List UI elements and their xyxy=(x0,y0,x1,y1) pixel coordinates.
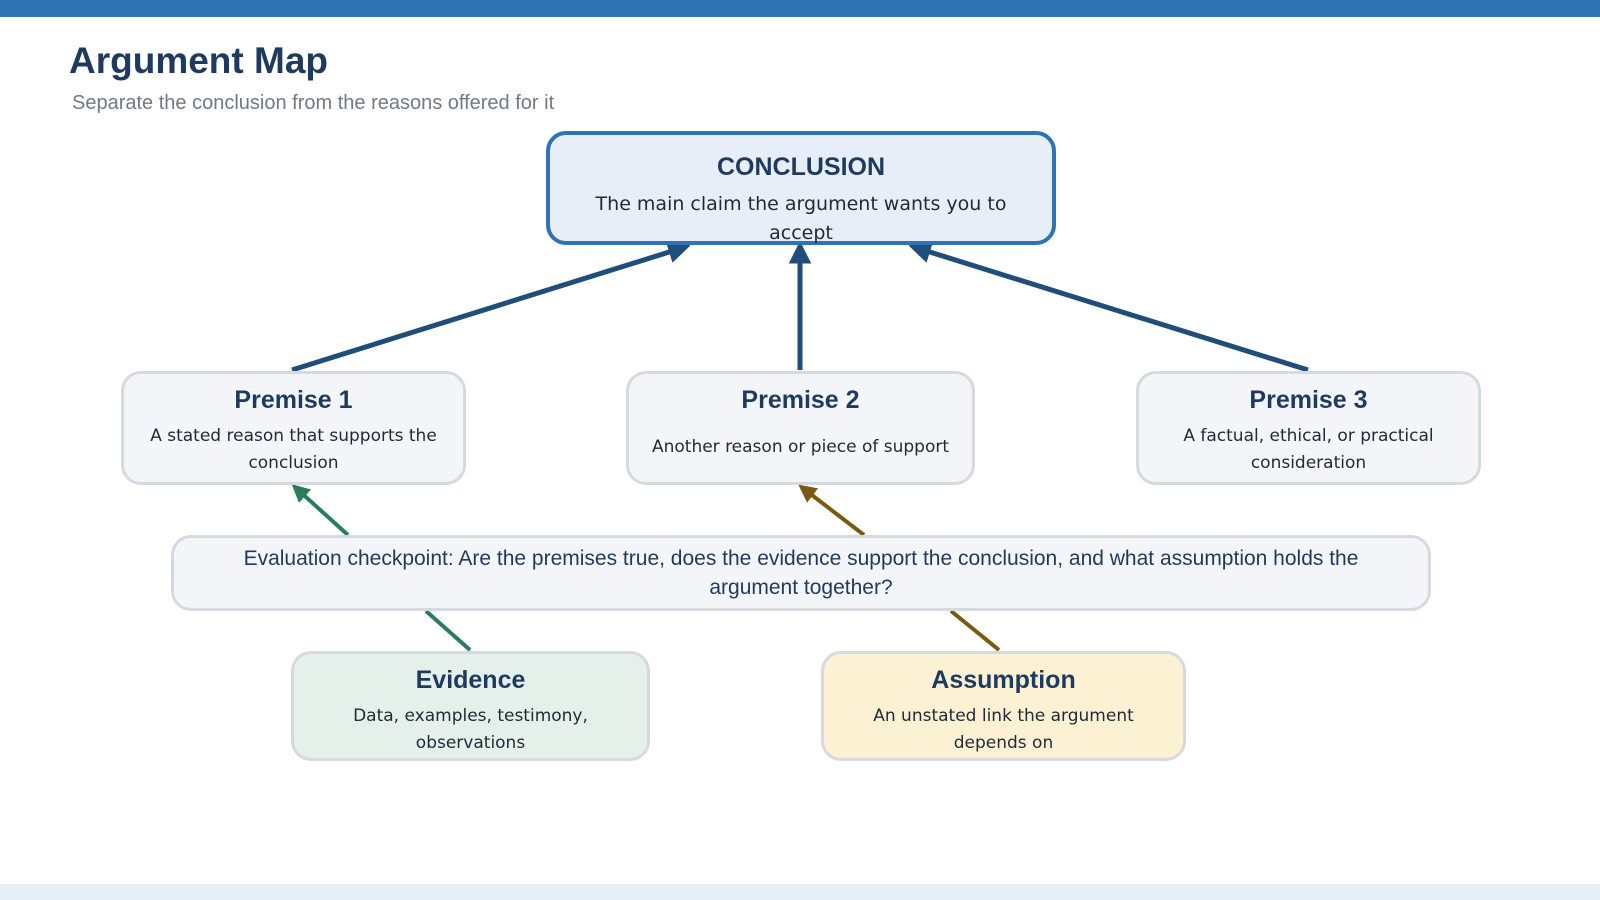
page-subtitle: Separate the conclusion from the reasons… xyxy=(72,92,555,114)
premise-2-text: Another reason or piece of support xyxy=(651,437,950,457)
page-title: Argument Map xyxy=(69,40,328,81)
premise-2-box: Premise 2 Another reason or piece of sup… xyxy=(626,371,975,485)
evaluation-checkpoint-box: Evaluation checkpoint: Are the premises … xyxy=(171,535,1431,611)
premise-2-title: Premise 2 xyxy=(741,386,860,414)
premise-1-title: Premise 1 xyxy=(234,386,353,414)
evidence-title: Evidence xyxy=(415,666,526,694)
premise-3-text: A factual, ethical, or practical conside… xyxy=(1183,426,1434,473)
assumption-title: Assumption xyxy=(931,666,1076,694)
conclusion-text: The main claim the argument wants you to… xyxy=(595,193,1007,244)
arrow-evidence-to-premise1-upper xyxy=(291,484,350,537)
evaluation-checkpoint-text: Evaluation checkpoint: Are the premises … xyxy=(243,547,1359,599)
bottom-band xyxy=(0,884,1600,900)
assumption-text: An unstated link the argument depends on xyxy=(873,706,1134,753)
arrow-assumption-to-premise2-lower xyxy=(949,609,1001,652)
arrow-assumption-to-premise2-upper xyxy=(798,484,866,537)
evidence-text: Data, examples, testimony, observations xyxy=(353,706,588,753)
top-accent-bar xyxy=(0,0,1600,17)
premise-3-title: Premise 3 xyxy=(1249,386,1368,414)
arrow-evidence-to-premise1-lower xyxy=(424,609,472,652)
assumption-box: Assumption An unstated link the argument… xyxy=(821,651,1186,761)
conclusion-box: CONCLUSION The main claim the argument w… xyxy=(546,131,1056,245)
premise-1-text: A stated reason that supports the conclu… xyxy=(150,426,437,473)
evidence-box: Evidence Data, examples, testimony, obse… xyxy=(291,651,650,761)
arrow-premise3-to-conclusion xyxy=(908,241,1309,373)
arrow-premise1-to-conclusion xyxy=(291,241,691,373)
premise-3-box: Premise 3 A factual, ethical, or practic… xyxy=(1136,371,1481,485)
conclusion-title: CONCLUSION xyxy=(716,153,886,181)
premise-1-box: Premise 1 A stated reason that supports … xyxy=(121,371,466,485)
